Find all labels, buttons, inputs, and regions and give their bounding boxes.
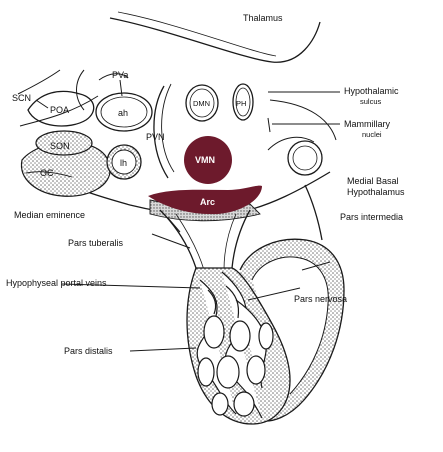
- label-median-eminence: Median eminence: [14, 210, 85, 220]
- medial-basal-curve: [304, 184, 323, 241]
- thalamus-outline: [109, 17, 321, 63]
- label-scn: SCN: [12, 93, 31, 103]
- stalk-right: [231, 209, 251, 269]
- label-son: SON: [50, 141, 70, 151]
- label-portal-veins: Hypophyseal portal veins: [6, 278, 107, 288]
- label-pva: PVa: [112, 70, 128, 80]
- label-thalamus: Thalamus: [243, 13, 283, 23]
- label-pars-tuberalis: Pars tuberalis: [68, 238, 124, 248]
- optic-chiasm-line: [25, 171, 73, 178]
- brain-outlines: [109, 11, 340, 141]
- label-oc: OC: [40, 168, 54, 178]
- label-dmn: DMN: [193, 99, 210, 108]
- pvn-curve: [153, 85, 169, 179]
- label-sulcus: sulcus: [360, 97, 382, 106]
- vmn-nucleus: [184, 136, 232, 184]
- thalamus-inner-line: [117, 11, 277, 57]
- label-medial-basal: Medial Basal: [347, 176, 399, 186]
- label-pars-distalis: Pars distalis: [64, 346, 113, 356]
- poa-shape: [27, 90, 95, 127]
- arc-nucleus: [148, 185, 262, 215]
- label-ph: PH: [236, 99, 246, 108]
- label-poa: POA: [50, 105, 69, 115]
- pars-nervosa-inner: [251, 256, 329, 395]
- son-ellipse: [35, 130, 93, 156]
- label-lh: lh: [120, 158, 127, 168]
- label-mammillary: Mammillary: [344, 119, 390, 129]
- label-ah: ah: [118, 108, 128, 118]
- label-hypothalamus: Hypothalamus: [347, 187, 405, 197]
- label-pars-intermedia: Pars intermedia: [340, 212, 403, 222]
- leader-lines: [35, 79, 331, 352]
- label-vmn: VMN: [195, 155, 215, 165]
- label-pvn: PVN: [146, 132, 165, 142]
- dmn-ellipse: [185, 84, 219, 122]
- label-nuclei: nuclei: [362, 130, 382, 139]
- label-arc: Arc: [200, 197, 215, 207]
- stalk-left: [159, 209, 197, 269]
- label-hypothalamic: Hypothalamic: [344, 86, 399, 96]
- portal-vessels: [196, 271, 274, 419]
- ah-ellipse: [95, 92, 153, 132]
- label-pars-nervosa: Pars nervosa: [294, 294, 347, 304]
